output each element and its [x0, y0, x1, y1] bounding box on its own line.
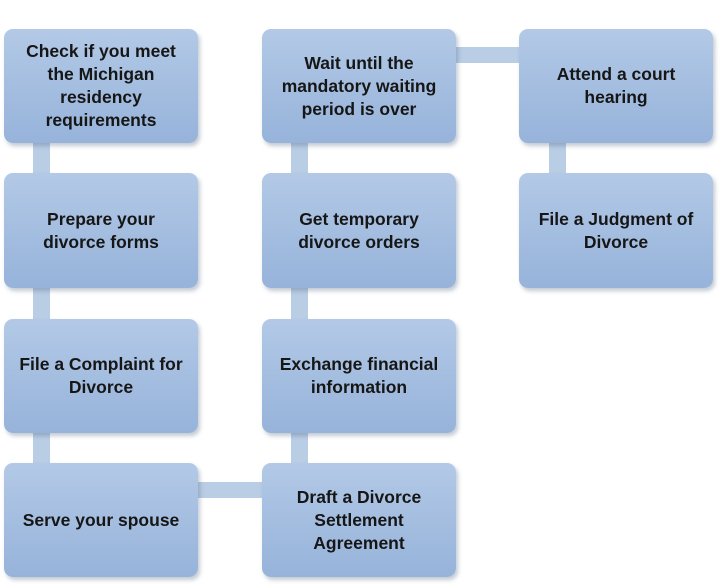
connector-settlement-to-financial: [291, 428, 308, 468]
connector-court-hearing-to-judgment: [549, 138, 566, 178]
step-label: Attend a court hearing: [556, 64, 676, 107]
step-label: Serve your spouse: [22, 509, 180, 530]
connector-serve-spouse-to-settlement: [194, 482, 266, 498]
connector-temporary-orders-to-waiting-period: [291, 138, 308, 178]
step-waiting-period: Wait until the mandatory waiting period …: [262, 29, 456, 143]
step-serve-spouse: Serve your spouse: [4, 463, 198, 577]
step-court-hearing: Attend a court hearing: [519, 29, 713, 143]
step-prepare-forms: Prepare your divorce forms: [4, 173, 198, 288]
step-judgment: File a Judgment of Divorce: [519, 173, 713, 288]
step-label: Prepare your divorce forms: [43, 208, 159, 252]
step-label: File a Judgment of Divorce: [538, 208, 694, 252]
step-label: Get temporary divorce orders: [298, 208, 420, 252]
connector-prepare-forms-to-file-complaint: [33, 284, 50, 324]
connector-waiting-period-to-court-hearing: [450, 47, 523, 63]
step-label: File a Complaint for Divorce: [19, 354, 183, 397]
step-financial: Exchange financial information: [262, 319, 456, 433]
step-settlement: Draft a Divorce Settlement Agreement: [262, 463, 456, 577]
connector-file-complaint-to-serve-spouse: [33, 428, 50, 468]
step-file-complaint: File a Complaint for Divorce: [4, 319, 198, 433]
step-temporary-orders: Get temporary divorce orders: [262, 173, 456, 288]
step-label: Draft a Divorce Settlement Agreement: [296, 486, 422, 553]
step-residency: Check if you meet the Michigan residency…: [4, 29, 198, 143]
step-label: Check if you meet the Michigan residency…: [26, 41, 176, 130]
connector-residency-to-prepare-forms: [33, 138, 50, 178]
connector-financial-to-temporary-orders: [291, 284, 308, 324]
step-label: Exchange financial information: [279, 354, 439, 397]
step-label: Wait until the mandatory waiting period …: [281, 52, 437, 119]
